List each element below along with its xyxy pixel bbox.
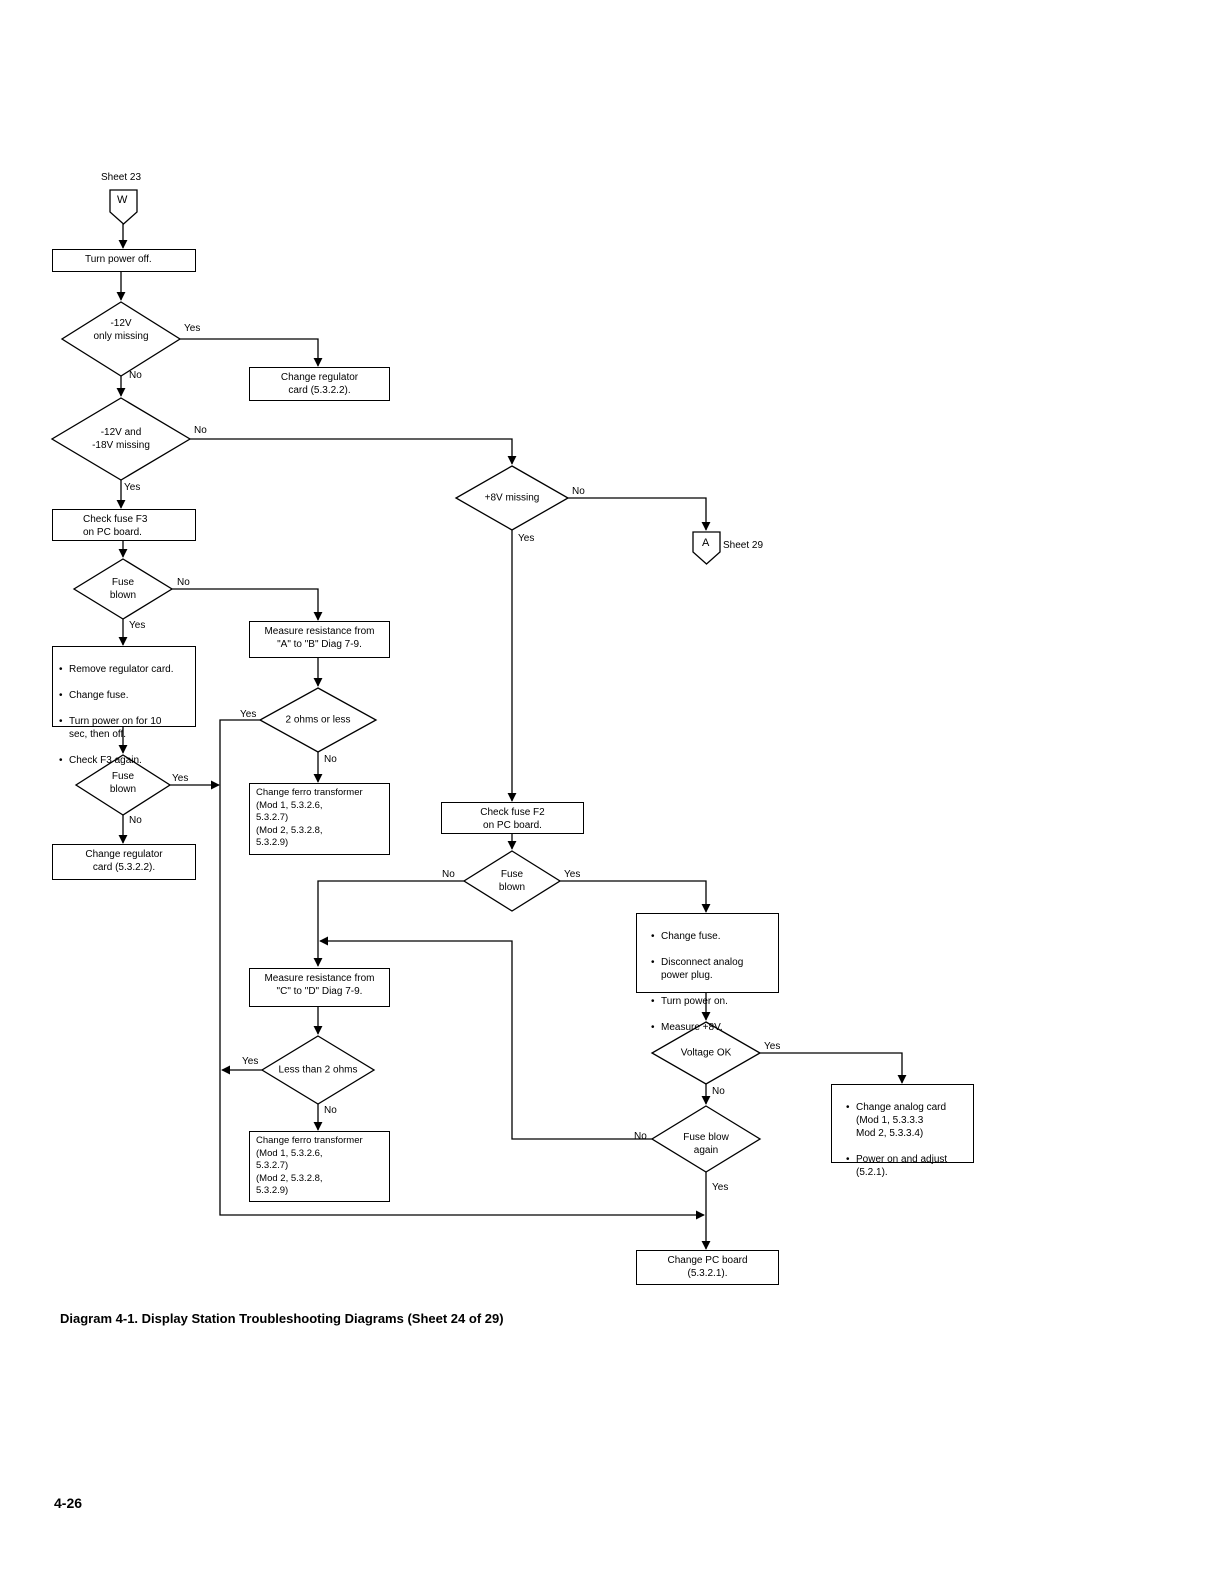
box-change-pc-board: Change PC board (5.3.2.1). xyxy=(636,1250,779,1285)
step-power-on-adjust: Power on and adjust (5.2.1). xyxy=(846,1153,967,1179)
label-d2-yes: Yes xyxy=(124,482,141,493)
label-d4-yes: Yes xyxy=(129,620,146,631)
box-change-regulator-card-1: Change regulator card (5.3.2.2). xyxy=(249,367,390,401)
step-check-f3: Check F3 again. xyxy=(59,754,189,767)
box-change-analog-card-steps: Change analog card (Mod 1, 5.3.3.3 Mod 2… xyxy=(831,1084,974,1178)
box-turn-power-off-text: Turn power off. xyxy=(85,254,152,265)
decision-voltage-ok: Voltage OK xyxy=(680,1047,732,1059)
connector-a-letter: A xyxy=(702,537,710,549)
label-d10-no: No xyxy=(634,1131,647,1142)
step-turn-power-on-2: Turn power on. xyxy=(651,995,772,1008)
label-d2-no: No xyxy=(194,425,207,436)
box-change-fuse-steps: Change fuse. Disconnect analog power plu… xyxy=(636,913,779,1034)
label-d9-no: No xyxy=(712,1086,725,1097)
label-d6-yes: Yes xyxy=(172,773,189,784)
box-check-fuse-f3: Check fuse F3 on PC board. xyxy=(52,509,196,541)
box-check-fuse-f2: Check fuse F2 on PC board. xyxy=(441,802,584,834)
label-d3-no: No xyxy=(572,486,585,497)
decision-fuse-blown-again: Fuse blown xyxy=(109,771,137,795)
decision-fuse-blow-again: Fuse blow again xyxy=(683,1132,729,1156)
decision-12v-18v-missing: -12V and -18V missing xyxy=(92,427,150,451)
bottom-sheet-ref: Sheet 29 xyxy=(723,540,764,551)
diamond-fuse-f2 xyxy=(462,850,562,912)
step-disconnect-analog: Disconnect analog power plug. xyxy=(651,956,772,982)
label-d1-no: No xyxy=(129,370,142,381)
label-d9-yes: Yes xyxy=(764,1041,781,1052)
decision-8v-missing: +8V missing xyxy=(484,492,540,504)
figure-caption: Diagram 4-1. Display Station Troubleshoo… xyxy=(60,1311,504,1326)
decision-less-than-2-ohms: Less than 2 ohms xyxy=(278,1064,358,1076)
label-d8-no: No xyxy=(324,1105,337,1116)
decision-2-ohms-or-less: 2 ohms or less xyxy=(285,714,351,726)
step-turn-power-on: Turn power on for 10 sec, then off. xyxy=(59,715,189,741)
label-d7-no: No xyxy=(442,869,455,880)
label-d7-yes: Yes xyxy=(564,869,581,880)
decision-fuse-f2-blown: Fuse blown xyxy=(498,869,526,893)
box-change-ferro-transformer-2: Change ferro transformer (Mod 1, 5.3.2.6… xyxy=(249,1131,390,1202)
decision-12v-only-missing: -12V only missing xyxy=(93,318,149,342)
label-d10-yes: Yes xyxy=(712,1182,729,1193)
connector-a-shape xyxy=(692,531,721,565)
box-measure-resistance-cd: Measure resistance from "C" to "D" Diag … xyxy=(249,968,390,1007)
label-d5-yes: Yes xyxy=(240,709,257,720)
box-change-regulator-card-2: Change regulator card (5.3.2.2). xyxy=(52,844,196,880)
box-remove-regulator-steps: Remove regulator card. Change fuse. Turn… xyxy=(52,646,196,767)
box-change-ferro-transformer-1: Change ferro transformer (Mod 1, 5.3.2.6… xyxy=(249,783,390,855)
label-d5-no: No xyxy=(324,754,337,765)
step-measure-8v: Measure +8V. xyxy=(651,1021,772,1034)
label-d6-no: No xyxy=(129,815,142,826)
step-change-fuse-f2: Change fuse. xyxy=(651,930,772,943)
decision-fuse-f3-blown: Fuse blown xyxy=(109,577,137,601)
page-number: 4-26 xyxy=(54,1495,83,1511)
label-d4-no: No xyxy=(177,577,190,588)
connector-w-shape xyxy=(109,189,138,225)
box-turn-power-off: Turn power off. xyxy=(52,249,196,272)
label-d8-yes: Yes xyxy=(242,1056,259,1067)
top-sheet-ref: Sheet 23 xyxy=(101,172,142,183)
connector-w-letter: W xyxy=(117,194,128,206)
step-change-analog-card: Change analog card (Mod 1, 5.3.3.3 Mod 2… xyxy=(846,1101,967,1140)
step-remove-regulator: Remove regulator card. xyxy=(59,663,189,676)
step-change-fuse: Change fuse. xyxy=(59,689,189,702)
box-measure-resistance-ab: Measure resistance from "A" to "B" Diag … xyxy=(249,621,390,658)
label-d3-yes: Yes xyxy=(518,533,535,544)
label-d1-yes: Yes xyxy=(184,323,201,334)
